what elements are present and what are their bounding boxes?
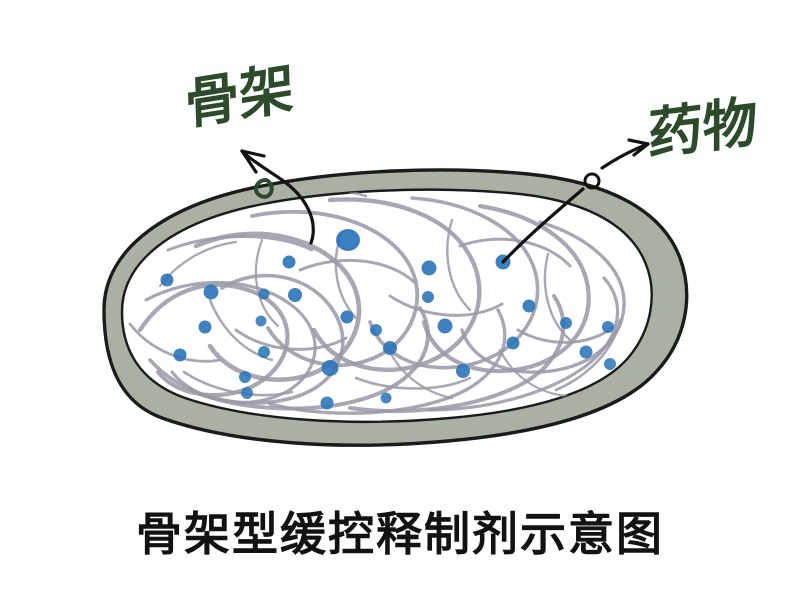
annotation-label-drug: 药物 — [648, 89, 758, 168]
matrix-green-loop — [254, 178, 274, 199]
annotation-label-matrix: 骨架 — [183, 55, 295, 138]
capsule-shell — [102, 168, 689, 447]
matrix-leader-arrow — [240, 149, 315, 245]
drug-particles — [160, 229, 616, 410]
drug-leader-arrow — [501, 138, 650, 264]
